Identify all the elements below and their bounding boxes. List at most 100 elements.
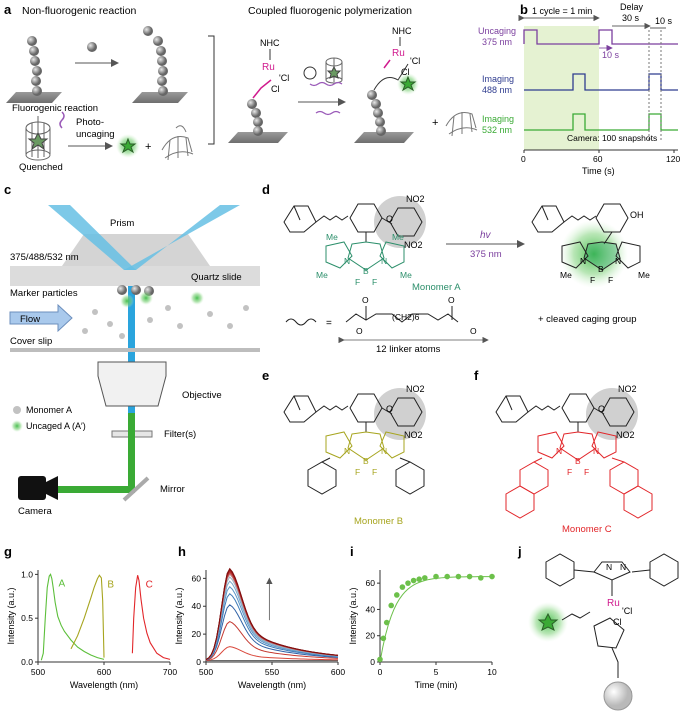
f-no2-top: NO2 [618, 384, 637, 394]
h-xtick-label-2: 600 [331, 667, 345, 677]
b-xlabel: Time (s) [582, 166, 615, 176]
flow-arrow [9, 303, 73, 333]
h-trace-13 [205, 567, 339, 661]
no2-top-d: NO2 [406, 194, 425, 204]
g-series-label-C: C [146, 579, 153, 590]
j-star-icon [537, 612, 559, 631]
trace-label-375-l2: 375 nm [482, 37, 512, 47]
panel-d [283, 196, 426, 271]
incoming-beam [48, 205, 136, 270]
ester-o2: O [470, 326, 477, 336]
cl-label-1a: 'Cl [279, 73, 289, 83]
f-o-label: O [598, 404, 605, 414]
product-star-icon [399, 75, 417, 92]
e-no2-bottom: NO2 [404, 430, 423, 440]
g-ylabel: Intensity (a.u.) [6, 587, 16, 644]
panel-label-i: i [350, 544, 354, 559]
e-no2-top: NO2 [406, 384, 425, 394]
trace-375 [523, 29, 678, 45]
h-ylabel: Intensity (a.u.) [174, 587, 184, 644]
i-point-3 [388, 602, 395, 609]
b-xtick-60: 60 [593, 154, 603, 164]
i-fit-line [379, 576, 493, 663]
marker-particle-2 [131, 285, 141, 295]
monomer-c-label: Monomer C [562, 524, 612, 535]
i-ytick-label-1: 20 [366, 631, 376, 641]
g-series-C [131, 575, 171, 660]
surface-2 [132, 92, 188, 103]
uncaged-legend-label: Uncaged A (A′) [26, 421, 86, 431]
h-xlabel: Wavelength (nm) [238, 680, 306, 690]
panel-d-product [531, 203, 641, 271]
h-trace-1 [205, 646, 339, 661]
no2-bottom-d: NO2 [404, 240, 423, 250]
f-label-d2: F [372, 277, 377, 287]
i-ylabel: Intensity (a.u.) [348, 587, 358, 644]
mirror-shape [122, 476, 150, 502]
objective-shape [97, 361, 167, 407]
ten-s-label-purple: 10 s [602, 50, 620, 60]
h-ytick-label-1: 20 [192, 629, 202, 639]
ru-label-2: Ru [392, 48, 405, 59]
delay-label-1: Delay [620, 2, 644, 12]
prism-shape [62, 234, 210, 266]
g-series-label-A: A [59, 578, 66, 589]
panel-b: 1 cycle = 1 min Delay 30 s 10 s 10 s Unc… [478, 2, 680, 176]
h-trace-3 [205, 604, 339, 661]
surface-4 [354, 132, 414, 143]
equals-label: = [326, 318, 332, 329]
monomer-b-label: Monomer B [354, 516, 403, 527]
me-label-p2: Me [638, 270, 650, 280]
mirror-label: Mirror [160, 484, 185, 495]
product-bodipy-glow [560, 220, 628, 288]
panel-label-c: c [4, 182, 11, 197]
panel-c: Prism 375/488/532 nm Quartz slide Marker… [9, 205, 260, 517]
bead-chain-2 [143, 26, 168, 96]
marker-label: Marker particles [10, 288, 78, 299]
delay-label-2: 30 s [622, 13, 640, 23]
flow-label: Flow [20, 314, 40, 325]
fluorophore-star-icon [119, 137, 137, 154]
objective-label: Objective [182, 390, 222, 401]
plus-sign-1: + [145, 141, 151, 153]
plus-sign-2: + [432, 117, 438, 129]
ru-bond [252, 79, 272, 99]
panel-label-h: h [178, 544, 186, 559]
n-label-1: N [344, 256, 350, 266]
group-bracket [208, 35, 215, 145]
h-ytick-label-0: 0 [196, 657, 201, 667]
surface-3 [228, 132, 288, 143]
i-point-7 [410, 577, 417, 584]
ester-o1: O [356, 326, 363, 336]
panel-a: Non-fluorogenic reaction Coupled fluorog… [6, 5, 478, 173]
linker-atoms-label: 12 linker atoms [376, 344, 441, 355]
i-xtick-label-1: 5 [434, 667, 439, 677]
quenched-label: Quenched [19, 162, 63, 173]
i-point-9 [422, 575, 428, 581]
reflected-beam [124, 205, 240, 270]
n-label-p1: N [580, 256, 586, 266]
trace-label-532-l2: 532 nm [482, 125, 512, 135]
g-series-A [40, 573, 105, 661]
camera-label: Camera [18, 506, 53, 517]
h-xtick-label-1: 550 [265, 667, 279, 677]
carbonyl-o2: O [448, 295, 455, 305]
me-label-2: Me [392, 232, 404, 242]
i-point-12 [455, 573, 462, 580]
caging-shadow-f [586, 388, 638, 440]
b-xtick-0: 0 [521, 154, 526, 164]
j-cl2-label: Cl [613, 617, 622, 627]
ch2-label: (CH2)6 [392, 312, 420, 322]
me-label-1: Me [326, 232, 338, 242]
panel-label-d: d [262, 182, 270, 197]
f-label-p1: F [590, 275, 595, 285]
me-label-4: Me [400, 270, 412, 280]
cycle-shade [524, 26, 599, 150]
emission-beam-horizontal [56, 486, 135, 493]
h-ytick-label-2: 40 [192, 601, 202, 611]
panel-label-b: b [520, 2, 528, 17]
